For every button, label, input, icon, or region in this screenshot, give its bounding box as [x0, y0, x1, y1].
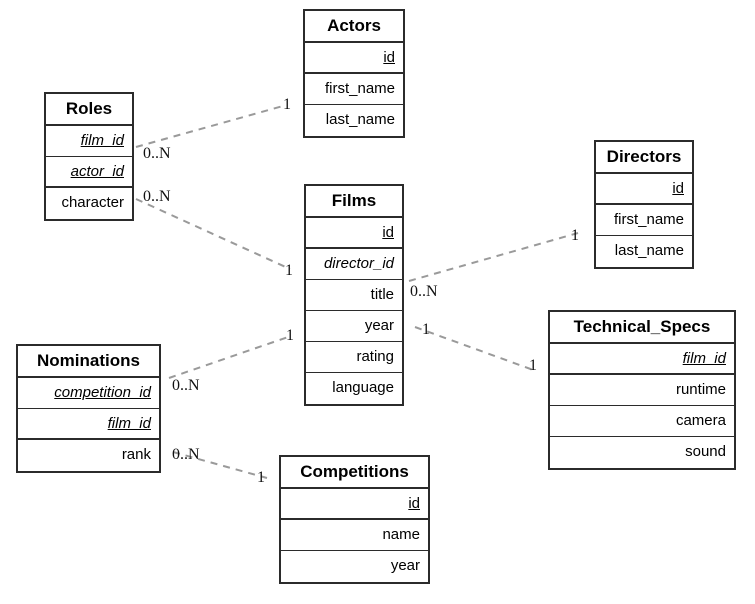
cardinality-nominations-competitions-from: 0..N: [172, 446, 200, 463]
attribute-label: camera: [675, 412, 726, 429]
attribute-label: name: [382, 526, 420, 543]
cardinality-roles-films-from: 0..N: [143, 188, 171, 205]
attribute-label: rank: [121, 446, 151, 463]
attribute-label: rating: [356, 348, 394, 365]
relationship-line-films-directors: [408, 232, 579, 282]
cardinality-nominations-films-to: 1: [286, 327, 294, 344]
attribute-label: film_id: [682, 350, 726, 367]
attribute-label: first_name: [613, 211, 684, 228]
relationship-line-nominations-films: [168, 335, 292, 379]
attribute-film_id[interactable]: film_id: [18, 409, 159, 440]
entity-title: Actors: [305, 11, 403, 43]
attribute-title[interactable]: title: [306, 280, 402, 311]
attribute-label: id: [382, 224, 394, 241]
attribute-label: director_id: [323, 255, 394, 272]
attribute-year[interactable]: year: [306, 311, 402, 342]
attribute-last_name[interactable]: last_name: [596, 236, 692, 267]
attribute-id[interactable]: id: [281, 489, 428, 520]
entity-title: Nominations: [18, 346, 159, 378]
entity-directors[interactable]: Directors id first_name last_name: [594, 140, 694, 269]
cardinality-roles-actors-from: 0..N: [143, 145, 171, 162]
attribute-label: film_id: [107, 415, 151, 432]
attribute-label: runtime: [675, 381, 726, 398]
cardinality-roles-actors-to: 1: [283, 96, 291, 113]
attribute-first_name[interactable]: first_name: [596, 205, 692, 236]
cardinality-nominations-films-from: 0..N: [172, 377, 200, 394]
attribute-label: id: [672, 180, 684, 197]
relationship-line-films-technical-specs: [414, 326, 537, 372]
attribute-camera[interactable]: camera: [550, 406, 734, 437]
cardinality-roles-films-to: 1: [285, 262, 293, 279]
cardinality-films-technical-specs-to: 1: [529, 357, 537, 374]
attribute-first_name[interactable]: first_name: [305, 74, 403, 105]
attribute-label: id: [383, 49, 395, 66]
attribute-runtime[interactable]: runtime: [550, 375, 734, 406]
attribute-label: id: [408, 495, 420, 512]
attribute-film_id[interactable]: film_id: [550, 344, 734, 375]
attribute-label: character: [61, 194, 124, 211]
relationship-line-roles-films: [135, 198, 291, 270]
attribute-language[interactable]: language: [306, 373, 402, 404]
attribute-label: last_name: [614, 242, 684, 259]
attribute-rank[interactable]: rank: [18, 440, 159, 471]
attribute-actor_id[interactable]: actor_id: [46, 157, 132, 188]
attribute-sound[interactable]: sound: [550, 437, 734, 468]
attribute-rating[interactable]: rating: [306, 342, 402, 373]
attribute-label: language: [332, 379, 394, 396]
attribute-label: title: [370, 286, 394, 303]
attribute-id[interactable]: id: [306, 218, 402, 249]
attribute-label: first_name: [324, 80, 395, 97]
entity-roles[interactable]: Roles film_id actor_id character: [44, 92, 134, 221]
entity-title: Roles: [46, 94, 132, 126]
attribute-year[interactable]: year: [281, 551, 428, 582]
attribute-label: year: [390, 557, 420, 574]
entity-title: Films: [306, 186, 402, 218]
cardinality-films-directors-from: 0..N: [410, 283, 438, 300]
relationship-line-roles-actors: [135, 105, 284, 148]
cardinality-films-technical-specs-from: 1: [422, 321, 430, 338]
attribute-label: competition_id: [54, 384, 151, 401]
attribute-label: sound: [685, 443, 726, 460]
entity-title: Technical_Specs: [550, 312, 734, 344]
attribute-label: actor_id: [70, 163, 124, 180]
attribute-director_id[interactable]: director_id: [306, 249, 402, 280]
attribute-label: film_id: [80, 132, 124, 149]
entity-actors[interactable]: Actors id first_name last_name: [303, 9, 405, 138]
attribute-last_name[interactable]: last_name: [305, 105, 403, 136]
entity-competitions[interactable]: Competitions id name year: [279, 455, 430, 584]
attribute-id[interactable]: id: [596, 174, 692, 205]
attribute-film_id[interactable]: film_id: [46, 126, 132, 157]
attribute-character[interactable]: character: [46, 188, 132, 219]
entity-title: Competitions: [281, 457, 428, 489]
attribute-label: last_name: [325, 111, 395, 128]
entity-title: Directors: [596, 142, 692, 174]
attribute-label: year: [364, 317, 394, 334]
attribute-name[interactable]: name: [281, 520, 428, 551]
cardinality-films-directors-to: 1: [571, 227, 579, 244]
attribute-id[interactable]: id: [305, 43, 403, 74]
cardinality-nominations-competitions-to: 1: [257, 469, 265, 486]
attribute-competition_id[interactable]: competition_id: [18, 378, 159, 409]
